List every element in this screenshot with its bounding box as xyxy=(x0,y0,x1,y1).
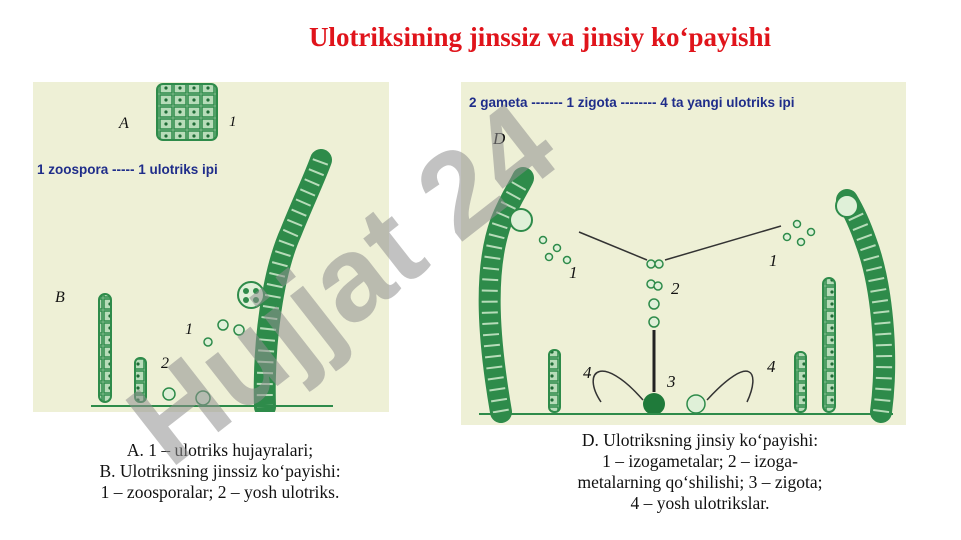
caption-left-line-2: B. Ulotriksning jinssiz ko‘payishi: xyxy=(99,461,341,481)
caption-left-line-1: A. 1 – ulotriks hujayralari; xyxy=(126,440,314,460)
young-filament-1 xyxy=(98,293,112,403)
asexual-caption-overlay: 1 zoospora ----- 1 ulotriks ipi xyxy=(37,162,218,177)
label-d-4-left: 4 xyxy=(583,363,592,382)
gametes xyxy=(538,219,816,265)
caption-right-line-3: metalarning qo‘shilishi; 3 – zigota; xyxy=(577,472,823,492)
caption-right: D. Ulotriksning jinsiy ko‘payishi: 1 – i… xyxy=(520,430,880,514)
label-d-1-left: 1 xyxy=(569,263,578,282)
sexual-reproduction-figure: D 1 1 2 3 xyxy=(461,82,906,425)
sexual-illustration: D 1 1 2 3 xyxy=(478,129,896,423)
zoospores xyxy=(203,319,245,347)
right-filament xyxy=(836,189,896,423)
young-filament-2 xyxy=(134,357,147,403)
label-d-1-right: 1 xyxy=(769,251,778,270)
left-filament xyxy=(478,167,534,423)
sexual-caption-overlay: 2 gameta ------- 1 zigota -------- 4 ta … xyxy=(469,95,795,110)
zygote xyxy=(643,393,665,415)
label-b: B xyxy=(55,289,65,306)
gamete-fusion xyxy=(646,259,664,328)
zoosporangium xyxy=(237,281,265,309)
caption-right-line-4: 4 – yosh ulotrikslar. xyxy=(630,493,770,513)
caption-right-line-2: 1 – izogametalar; 2 – izoga- xyxy=(602,451,798,471)
asexual-illustration: A 1 1 2 B xyxy=(55,83,333,412)
label-a: A xyxy=(118,115,129,132)
label-d: D xyxy=(492,129,506,148)
caption-right-line-1: D. Ulotriksning jinsiy ko‘payishi: xyxy=(581,430,819,450)
label-d-4-right: 4 xyxy=(767,357,776,376)
label-d-2: 2 xyxy=(671,279,680,298)
page-title: Ulotriksining jinssiz va jinsiy ko‘payis… xyxy=(308,22,772,52)
label-a-1: 1 xyxy=(229,114,237,130)
tall-filament xyxy=(253,149,332,412)
caption-left: A. 1 – ulotriks hujayralari; B. Ulotriks… xyxy=(55,440,385,503)
label-b-2: 2 xyxy=(161,355,169,372)
label-b-1: 1 xyxy=(185,321,193,338)
filament-segment-a xyxy=(156,83,218,141)
label-d-3: 3 xyxy=(666,372,676,391)
asexual-reproduction-figure: A 1 1 2 B 1 zoospora ----- 1 ulotriks ip… xyxy=(33,82,389,412)
caption-left-line-3: 1 – zoosporalar; 2 – yosh ulotriks. xyxy=(100,482,340,502)
